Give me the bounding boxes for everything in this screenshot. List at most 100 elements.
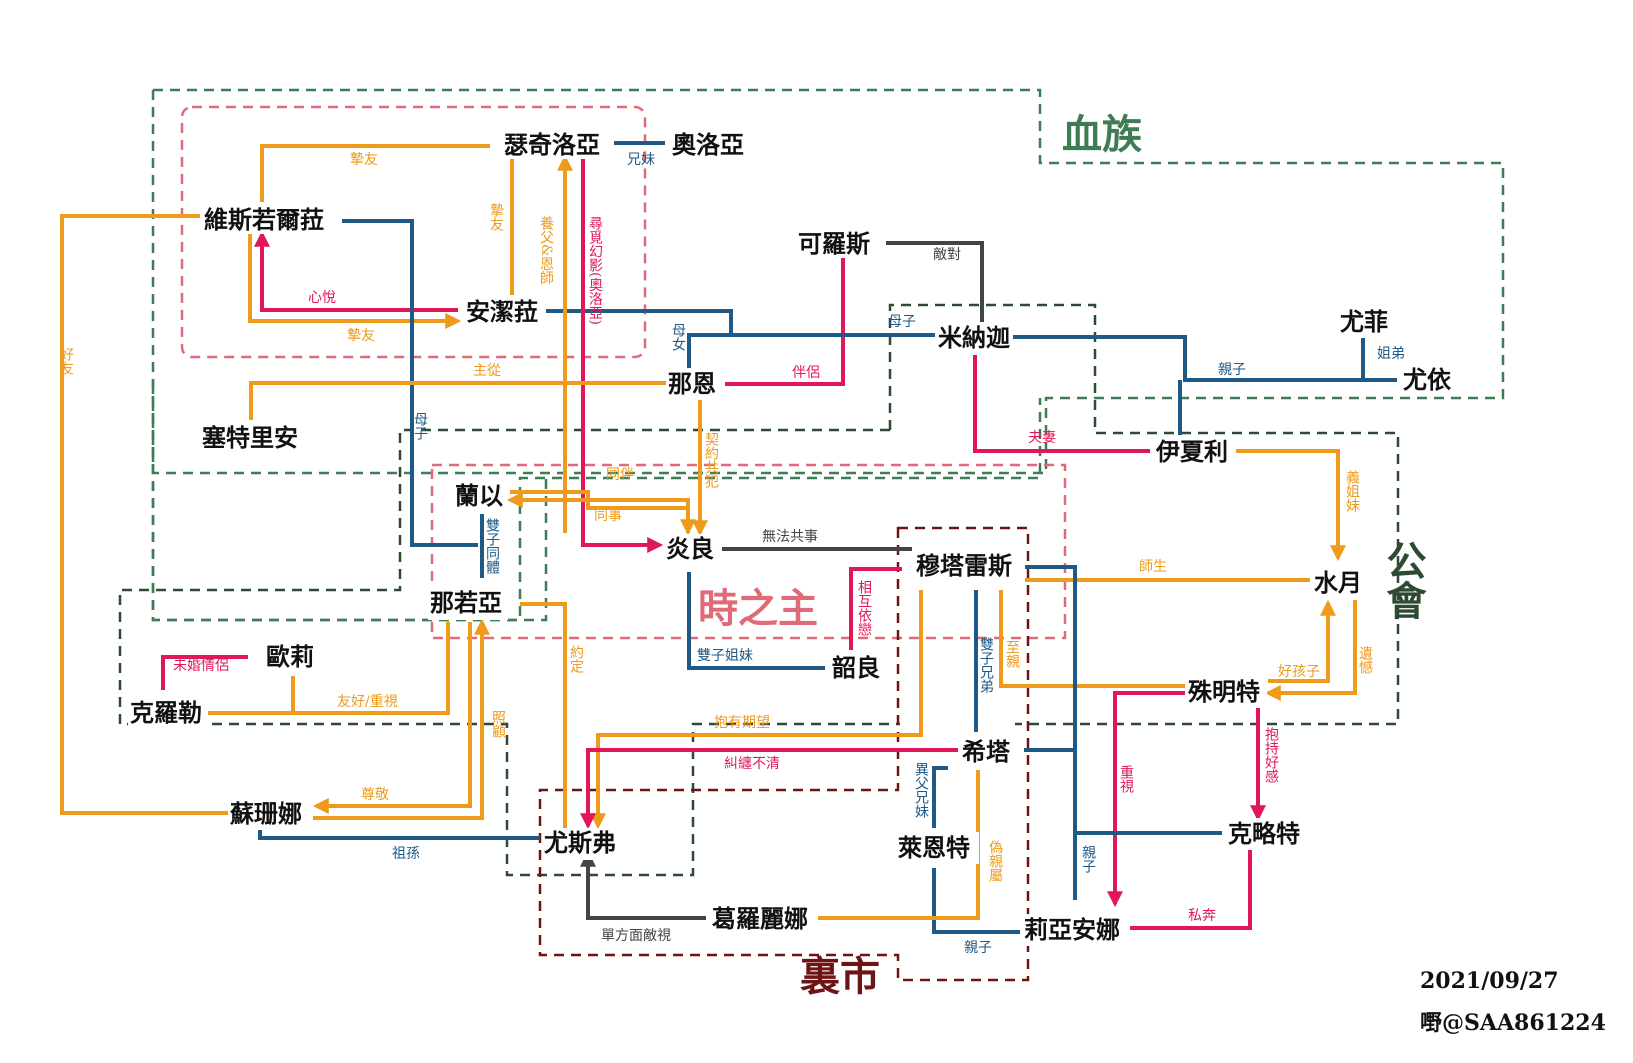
label-jiedi: 姐弟 (1377, 346, 1405, 362)
label-didui: 敵對 (933, 247, 961, 263)
edge-haoyou-zhongshi (205, 622, 450, 715)
label-tongban: 同伴 (606, 467, 634, 483)
label-xinyue: 心悅 (308, 290, 336, 306)
node-ouli[interactable]: 歐莉 (266, 642, 314, 671)
label-banlv: 伴侶 (792, 365, 820, 381)
node-anjiela[interactable]: 安潔菈 (466, 297, 538, 326)
edge-shuangzijiemei (687, 572, 825, 670)
group-title-blood: 血族 (1062, 111, 1142, 158)
node-lanyi[interactable]: 蘭以 (455, 481, 503, 510)
label-qinzi2: 親子 (1080, 845, 1096, 873)
node-bg-yousifu (542, 828, 626, 860)
footer: 2021/09/27 嘢@SAA861224 (1420, 968, 1606, 1036)
label-zhongshi: 重視 (1118, 765, 1134, 794)
label-shuangzi: 雙子同體 (484, 518, 500, 574)
label-zusun: 祖孫 (392, 846, 420, 862)
node-mutaleisi[interactable]: 穆塔雷斯 (916, 551, 1012, 580)
node-liyaanna[interactable]: 莉亞安娜 (1024, 915, 1120, 944)
label-wufa: 無法共事 (762, 529, 818, 545)
node-bg-geluolina (708, 903, 818, 935)
node-naruoya[interactable]: 那若亞 (430, 588, 502, 617)
label-qiyue: 契約共犯 (703, 432, 719, 489)
edge-banlv (725, 258, 845, 386)
market-group-box (538, 526, 1030, 982)
node-shuiyue[interactable]: 水月 (1314, 568, 1362, 597)
guild-group-box-2 (118, 428, 900, 877)
node-naen[interactable]: 那恩 (668, 369, 716, 398)
edge-jiuchan (580, 748, 958, 830)
relationship-edges (60, 141, 1397, 934)
node-xita[interactable]: 希塔 (962, 737, 1011, 766)
label-zhiyou1: 摯友 (350, 152, 378, 168)
node-bg-laiente (895, 832, 979, 864)
label-yijiemei: 義姐妹 (1344, 469, 1360, 512)
edge-zunjing (312, 622, 472, 814)
node-minajia[interactable]: 米納迦 (938, 323, 1010, 352)
edge-tongshi (510, 490, 696, 536)
label-zhaogu: 照顧 (490, 710, 506, 738)
edge-didui (886, 241, 984, 325)
label-zunjing: 尊敬 (361, 786, 389, 803)
label-zhiyou2: 摯友 (488, 203, 504, 231)
node-laiente[interactable]: 萊恩特 (898, 833, 970, 862)
label-weihun: 未婚情侶 (173, 658, 229, 674)
label-shuangzixiongdi: 雙子兄弟 (978, 637, 994, 693)
label-munu: 母女 (670, 323, 686, 351)
group-titles: 血族 公會 時之主 裏市 (698, 111, 1427, 1000)
label-qinzi3: 親子 (964, 940, 992, 956)
node-shaoliang[interactable]: 韶良 (832, 653, 880, 682)
node-youfei[interactable]: 尤菲 (1340, 307, 1388, 336)
node-sushanna[interactable]: 蘇珊娜 (230, 799, 302, 828)
label-haohaizi: 好孩子 (1278, 664, 1320, 680)
node-geluolina[interactable]: 葛羅麗娜 (712, 904, 808, 933)
node-bg-xita (960, 736, 1020, 768)
node-yanliang[interactable]: 炎良 (666, 534, 714, 563)
label-xunjue: 尋覓幻影(奧洛亞) (587, 216, 603, 325)
node-yixiali[interactable]: 伊夏利 (1155, 437, 1228, 466)
label-haoyou: 好友 (58, 347, 74, 375)
label-baochihaogan: 抱持好感 (1263, 727, 1279, 783)
node-seqiluoya[interactable]: 瑟奇洛亞 (504, 130, 600, 159)
edge-zhucong (249, 381, 668, 420)
edge-baoyouqiwang (590, 590, 923, 830)
edge-haohaizi (1268, 599, 1336, 683)
label-jiuchan: 糾纏不清 (724, 755, 780, 772)
node-bg-keluole (128, 698, 208, 730)
node-weisiruoerla[interactable]: 維斯若爾菈 (204, 205, 324, 234)
footer-date: 2021/09/27 (1420, 968, 1559, 994)
node-yousifu[interactable]: 尤斯弗 (544, 828, 616, 857)
node-bg-shuiyue (1312, 568, 1368, 600)
node-bg-kelvete (1225, 818, 1309, 850)
label-siben: 私奔 (1188, 908, 1216, 924)
node-bg-naen (666, 368, 724, 400)
node-kelvete[interactable]: 克略特 (1228, 819, 1300, 848)
label-yihan: 遺憾 (1357, 646, 1373, 674)
node-saitelian[interactable]: 塞特里安 (202, 423, 298, 452)
label-fuqi: 夫妻 (1028, 430, 1056, 446)
label-xianghu: 相互依戀 (856, 580, 872, 636)
edge-siben (1128, 848, 1252, 930)
character-nodes: 瑟奇洛亞 奧洛亞 維斯若爾菈 安潔菈 可羅斯 米納迦 尤菲 尤依 那恩 塞特里安… (128, 127, 1452, 946)
node-keluole[interactable]: 克羅勒 (130, 698, 202, 727)
node-zhumingte[interactable]: 殊明特 (1188, 677, 1260, 706)
edge-xinyue (254, 230, 458, 312)
edge-xianghu (849, 567, 902, 650)
node-keluosi[interactable]: 可羅斯 (798, 229, 870, 258)
node-aoluoya[interactable]: 奧洛亞 (672, 130, 744, 159)
group-title-guild: 公會 (1380, 540, 1427, 620)
node-bg-zhumingte (1185, 676, 1267, 708)
label-zhucong: 主從 (473, 363, 501, 379)
footer-credit: 嘢@SAA861224 (1420, 1010, 1606, 1036)
node-bg-seqiluoya (498, 127, 614, 159)
edge-weihun (161, 655, 248, 690)
edge-zhiyou1 (260, 144, 490, 205)
node-youyi[interactable]: 尤依 (1403, 365, 1452, 394)
node-bg-weisiruoerla (200, 202, 340, 234)
guild-group-box (888, 303, 1400, 726)
label-muzi1: 母子 (888, 314, 916, 330)
label-weiqinshu: 偽親屬 (987, 840, 1003, 882)
edge-zhiqin (999, 590, 1185, 688)
edge-yihan (1264, 582, 1357, 701)
label-danfangmian: 單方面敵視 (601, 928, 671, 944)
